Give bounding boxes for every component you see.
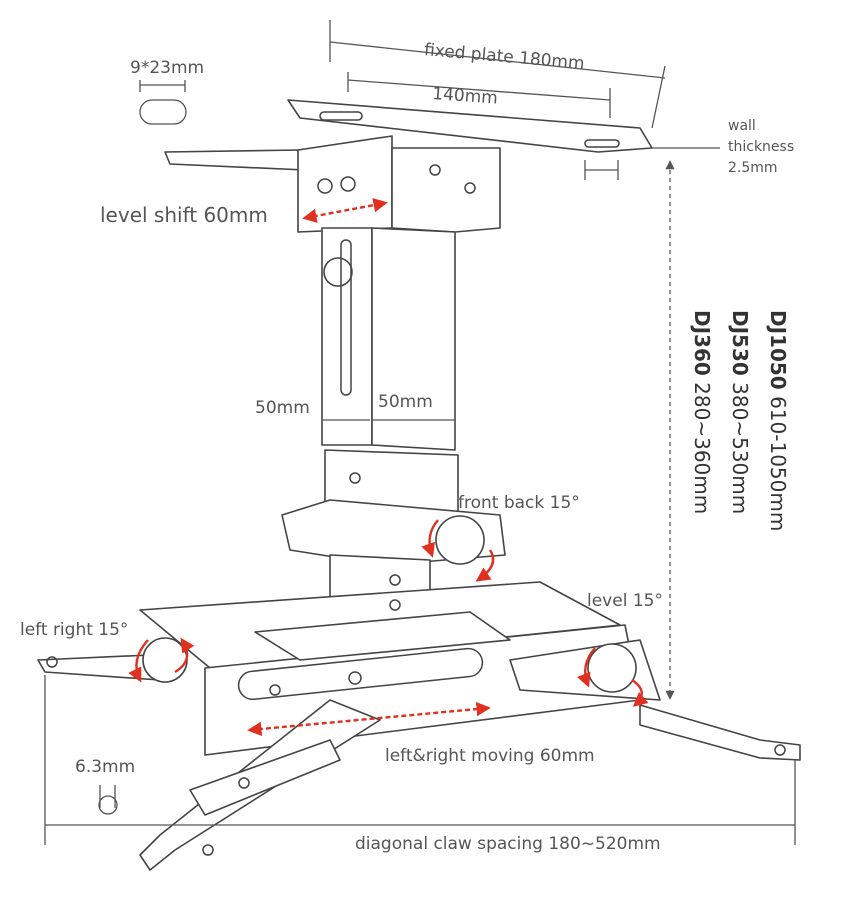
front-back-rotate-arrow-1 — [421, 519, 439, 558]
column-knob — [323, 257, 353, 287]
hole-diameter-label: 6.3mm — [75, 757, 136, 777]
model-dj530: DJ530 380~530mm — [728, 310, 752, 515]
slot-right — [584, 139, 620, 148]
level-shift-arrow — [302, 198, 388, 223]
fixed-plate — [287, 99, 653, 153]
width-left-label: 50mm — [255, 398, 310, 418]
level-rotate-arrow-2 — [631, 679, 649, 707]
left-right-knob — [142, 637, 188, 683]
model-dj360: DJ360 280~360mm — [690, 310, 714, 515]
slot-size-label: 9*23mm — [130, 58, 205, 78]
slot-sample — [139, 99, 187, 125]
wall-label-3: 2.5mm — [728, 160, 778, 176]
hole-sample — [98, 795, 118, 815]
level-shift-label: level shift 60mm — [100, 203, 268, 227]
base-inner-step — [254, 611, 511, 661]
front-back-rotate-arrow-2 — [475, 549, 495, 582]
moving-label: left&right moving 60mm — [385, 746, 595, 766]
left-right-label: left right 15° — [20, 620, 129, 640]
level-knob — [587, 643, 637, 693]
slot-left — [319, 111, 363, 121]
width-right-label: 50mm — [378, 392, 433, 412]
upper-slide-plate — [297, 135, 393, 233]
level-tilt-label: level 15° — [587, 591, 663, 611]
model-dj1050: DJ1050 610-1050mm — [766, 310, 790, 532]
base-slot — [237, 647, 484, 701]
left-right-rotate-arrow-1 — [128, 639, 149, 683]
wall-label-1: wall — [728, 118, 756, 134]
level-rotate-arrow-1 — [577, 647, 596, 688]
claw-spacing-label: diagonal claw spacing 180~520mm — [355, 834, 661, 854]
front-back-knob — [435, 515, 485, 565]
wall-label-2: thickness — [728, 139, 795, 155]
column-slot — [340, 239, 352, 396]
rail-diagonal — [189, 739, 341, 816]
claw-right — [639, 704, 801, 761]
rear-panel — [391, 147, 501, 233]
outer-column — [371, 227, 456, 451]
left-right-rotate-arrow-2 — [174, 637, 195, 674]
front-back-label: front back 15° — [458, 493, 580, 513]
left-bracket-arm — [164, 149, 306, 171]
